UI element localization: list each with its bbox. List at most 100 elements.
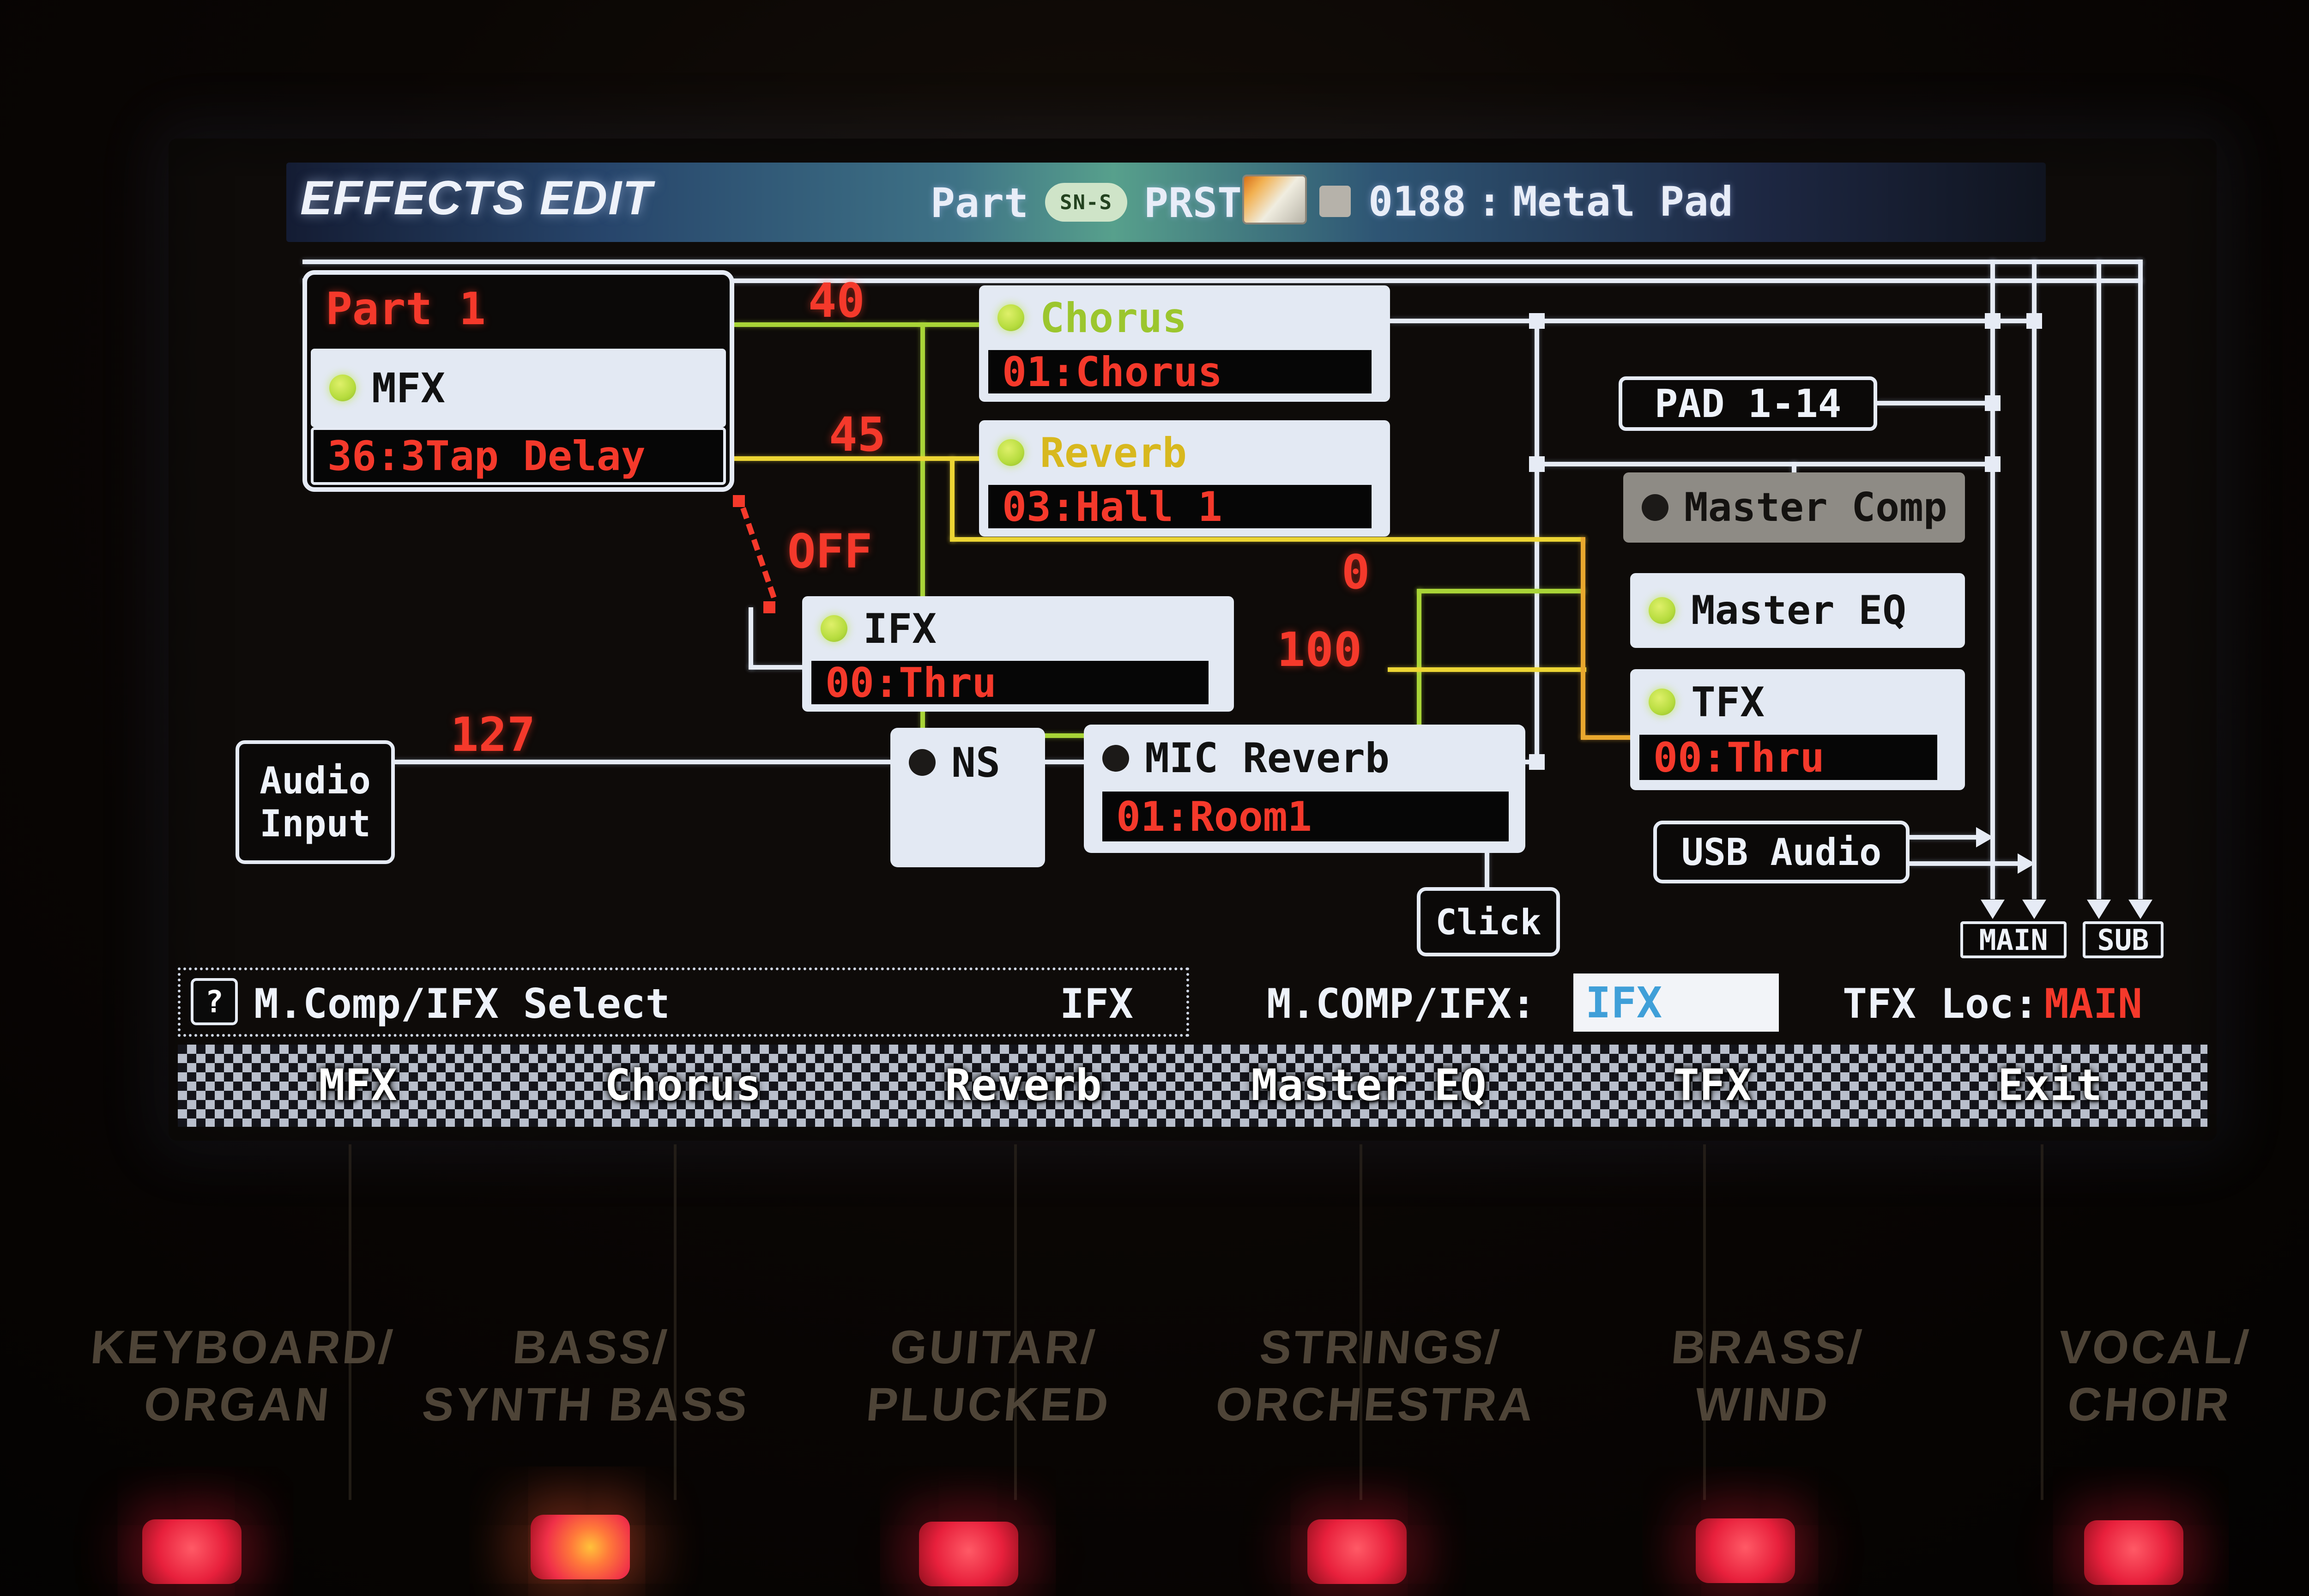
audio-input-line1: Audio	[260, 759, 371, 802]
arrow-down-icon	[1981, 900, 2005, 919]
tfx-led-on-icon	[1649, 689, 1675, 715]
usb-audio-box[interactable]: USB Audio	[1653, 821, 1910, 883]
param-label: M.COMP/IFX:	[1267, 980, 1536, 1028]
category-button-led[interactable]	[919, 1522, 1018, 1586]
pad-box[interactable]: PAD 1-14	[1619, 376, 1877, 431]
junction-node	[1529, 754, 1545, 770]
button-connector-line	[349, 1144, 351, 1500]
wire-reverb-level-out	[1388, 667, 1586, 672]
mfx-led-on-icon	[329, 375, 356, 401]
master-eq-label: Master EQ	[1691, 587, 1906, 634]
master-comp-label: Master Comp	[1684, 484, 1947, 531]
tfx-label: TFX	[1691, 678, 1765, 726]
arrow-down-icon	[2128, 900, 2152, 919]
switch-contact-icon	[763, 601, 775, 613]
mic-reverb-led-off-icon	[1102, 744, 1129, 772]
reverb-send-level: 45	[829, 407, 886, 462]
category-button-led[interactable]	[142, 1519, 242, 1584]
category-vocal-choir: VOCAL/CHOIR	[2056, 1321, 2253, 1431]
reverb-output-level: 100	[1277, 623, 1362, 677]
ifx-switch-state: OFF	[787, 524, 873, 579]
wire-orange-collector	[1581, 537, 1585, 739]
soft-button-chorus[interactable]: Chorus	[604, 1060, 762, 1111]
wire-dry-bus-2	[302, 278, 2143, 283]
chorus-box[interactable]: Chorus 01:Chorus	[979, 285, 1390, 402]
master-eq-led-on-icon	[1649, 597, 1675, 624]
category-button-led[interactable]	[1696, 1518, 1795, 1583]
open-switch-icon[interactable]	[740, 507, 777, 598]
chorus-led-on-icon	[997, 304, 1024, 331]
ns-box[interactable]: NS	[890, 728, 1045, 867]
soft-button-master-eq[interactable]: Master EQ	[1251, 1060, 1487, 1111]
mfx-bar[interactable]: MFX	[311, 349, 726, 427]
button-connector-line	[1014, 1144, 1017, 1500]
tfx-loc-label: TFX Loc:	[1843, 980, 2038, 1028]
wire-yellow-vertical	[950, 456, 955, 542]
patch-separator: :	[1477, 178, 1502, 225]
patch-thumbnail-icon	[1242, 175, 1307, 224]
reverb-label: Reverb	[1040, 429, 1187, 477]
wire-usb-out-2	[1910, 861, 2020, 866]
lcd-screen: EFFECTS EDIT Part 1 SN-S PRST 0188 : Met…	[169, 139, 2217, 1141]
tfx-value[interactable]: 00:Thru	[1639, 734, 1937, 781]
hint-value: IFX	[1060, 980, 1133, 1028]
soft-button-row: MFX Chorus Reverb Master EQ TFX Exit	[178, 1045, 2207, 1127]
master-comp-box[interactable]: Master Comp	[1623, 472, 1965, 543]
wire-switch-to-ifx-v	[749, 607, 753, 670]
part1-mfx-box[interactable]: Part 1 MFX 36:3Tap Delay	[302, 270, 734, 492]
mic-reverb-value[interactable]: 01:Room1	[1102, 792, 1509, 841]
junction-node	[1985, 395, 2001, 411]
patch-number: 0188	[1368, 178, 1466, 225]
arrow-down-icon	[2087, 900, 2111, 919]
help-icon[interactable]: ?	[191, 978, 238, 1025]
category-button-led[interactable]	[1307, 1519, 1407, 1584]
reverb-value[interactable]: 03:Hall 1	[988, 483, 1372, 531]
hint-box	[178, 967, 1189, 1037]
category-button-led[interactable]	[2084, 1520, 2183, 1585]
ifx-value[interactable]: 00:Thru	[811, 659, 1209, 707]
click-label: Click	[1435, 901, 1541, 943]
wire-green-riser	[1417, 589, 1421, 737]
sub-output-label: SUB	[2083, 921, 2164, 958]
mic-reverb-box[interactable]: MIC Reverb 01:Room1	[1084, 725, 1525, 853]
junction-node	[1985, 456, 2001, 472]
chorus-output-level: 0	[1342, 545, 1370, 600]
chorus-value[interactable]: 01:Chorus	[988, 348, 1372, 396]
wire-usb-out-1	[1910, 835, 1979, 840]
ifx-label: IFX	[863, 605, 937, 653]
wire-main-bus-l	[1990, 260, 1995, 899]
header-band	[286, 163, 2046, 242]
wire-green-vertical	[920, 322, 925, 738]
reverb-box[interactable]: Reverb 03:Hall 1	[979, 420, 1390, 537]
param-value-field[interactable]: IFX	[1573, 973, 1779, 1032]
soft-button-mfx[interactable]: MFX	[319, 1060, 397, 1111]
wire-mcomp-feed	[1792, 462, 1796, 476]
tfx-box[interactable]: TFX 00:Thru	[1630, 669, 1965, 790]
click-box[interactable]: Click	[1417, 887, 1560, 956]
bank-label: PRST	[1144, 179, 1242, 227]
mfx-value[interactable]: 36:3Tap Delay	[311, 427, 726, 485]
soft-button-reverb[interactable]: Reverb	[945, 1060, 1102, 1111]
patch-info: 0188 : Metal Pad	[1368, 178, 1733, 225]
audio-input-box[interactable]: Audio Input	[236, 740, 395, 864]
soft-button-tfx[interactable]: TFX	[1673, 1060, 1752, 1111]
wire-main-bus-r	[2032, 260, 2037, 899]
tone-type-badge: SN-S	[1045, 183, 1127, 222]
wire-sub-bus-l	[2097, 260, 2101, 899]
wire-chorus-send	[734, 322, 981, 327]
wire-dry-bus-1	[302, 260, 2143, 264]
ifx-led-on-icon	[821, 615, 847, 642]
soft-button-exit[interactable]: Exit	[1997, 1060, 2103, 1111]
mic-reverb-label: MIC Reverb	[1145, 734, 1390, 782]
ifx-box[interactable]: IFX 00:Thru	[802, 596, 1234, 712]
master-eq-box[interactable]: Master EQ	[1630, 573, 1965, 648]
chorus-label: Chorus	[1040, 294, 1187, 342]
wire-yellow-across	[950, 537, 1585, 542]
button-connector-line	[2041, 1144, 2043, 1500]
arrow-right-icon	[1976, 827, 1994, 847]
usb-audio-label: USB Audio	[1681, 830, 1882, 874]
category-button-led-active[interactable]	[531, 1515, 630, 1579]
wire-ns-to-mic	[1045, 760, 1085, 764]
audio-input-level: 127	[450, 707, 536, 762]
button-connector-line	[1360, 1144, 1362, 1500]
